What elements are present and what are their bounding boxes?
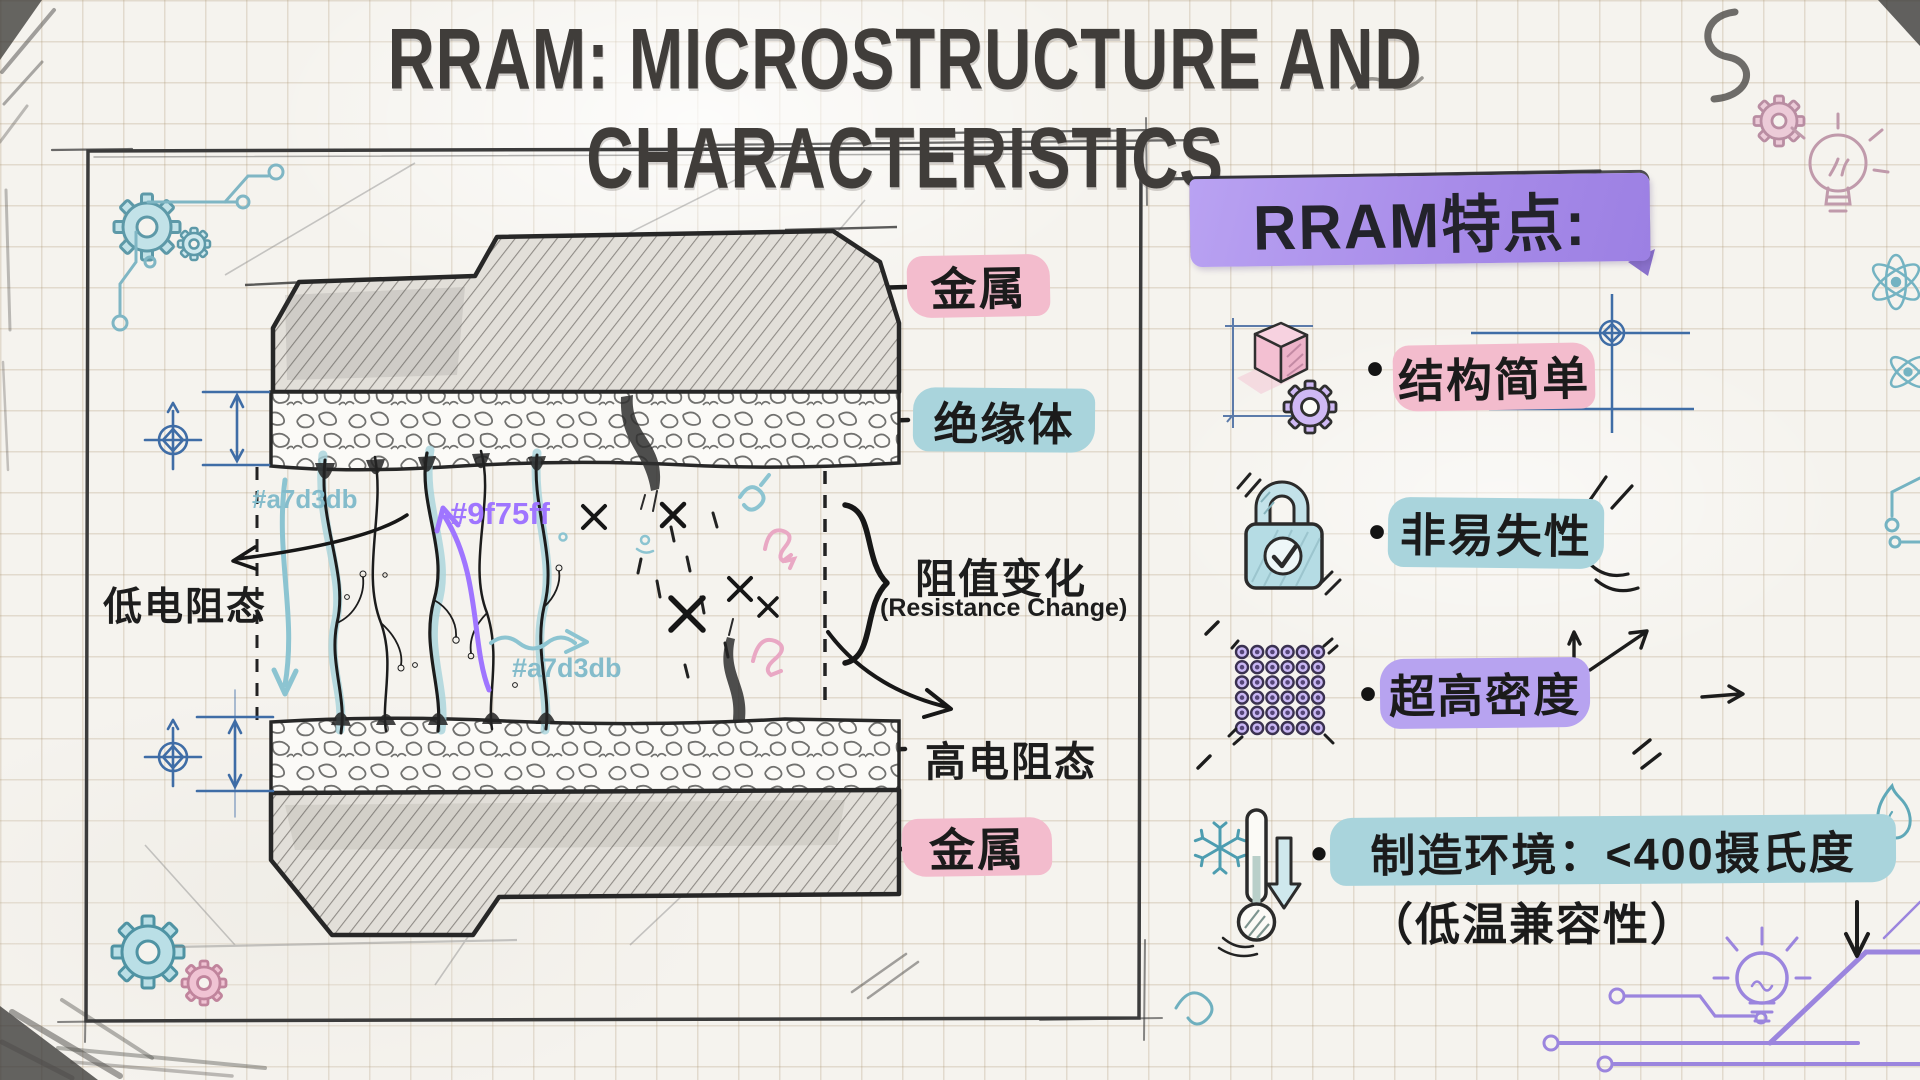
circuit-trace-icon [1542, 900, 1920, 1073]
circuit-trace-icon [1884, 476, 1920, 549]
rram-cell-diagram [143, 154, 953, 986]
teal-arrow-right [489, 629, 589, 654]
bullet: • [1368, 506, 1386, 559]
x-marks [581, 501, 779, 633]
filament-roots [315, 453, 556, 726]
lock-check-icon [1236, 472, 1342, 596]
feature-low-temp-compat: （低温兼容性） [1368, 899, 1698, 950]
teal-arrow-down [271, 477, 299, 697]
bottom-interface-layer [269, 716, 901, 795]
snowflake-icon [1193, 821, 1247, 875]
purple-arrow-up [434, 505, 492, 693]
feature-high-density: 超高密度 [1379, 656, 1591, 730]
bullet: • [1359, 668, 1377, 721]
label-high-resistance: 高电阻态 [925, 739, 1097, 785]
filament-color-note-purple: #9f75ff [450, 496, 550, 531]
label-metal-bottom: 金属 [901, 816, 1053, 878]
feature-non-volatile: 非易失性 [1387, 496, 1605, 570]
construction-lines [144, 154, 866, 986]
gear-icon [110, 914, 228, 1007]
electrode-shading [285, 800, 845, 850]
blueprint-dimensions [143, 390, 275, 818]
feature-low-temp-process: 制造环境：<400摄氏度 [1329, 814, 1897, 886]
brace-and-arrows [231, 502, 953, 719]
cube-gear-icon [1223, 318, 1338, 435]
diagram-frame [50, 117, 1602, 1043]
ion-doodles [558, 473, 798, 678]
thermometer-cold-icon [1193, 808, 1302, 958]
gear-icon [1752, 94, 1806, 148]
bullet: • [1366, 343, 1384, 396]
bottom-electrode [268, 787, 902, 938]
label-insulator: 绝缘体 [912, 387, 1096, 453]
circuit-trace-icon [111, 163, 285, 332]
electrode-shading [285, 287, 465, 380]
lightbulb-icon [1712, 926, 1812, 1023]
bullet: • [1310, 827, 1328, 879]
insulator-layer [269, 390, 901, 472]
sketch-arrows [1196, 620, 1745, 770]
label-metal-top: 金属 [906, 253, 1051, 319]
label-low-resistance: 低电阻态 [103, 586, 268, 629]
label-resistance-change-en: (Resistance Change) [880, 594, 1128, 622]
features-heading: RRAM特点: [1252, 187, 1588, 263]
top-electrode [270, 228, 902, 395]
conductive-filaments [322, 449, 563, 735]
filament-color-note-top: #a7d3db [252, 484, 358, 514]
broken-filament [620, 395, 746, 720]
scribble-doodle [1174, 991, 1214, 1026]
dot-matrix-icon [1227, 637, 1339, 746]
features-banner: RRAM特点: [1189, 172, 1651, 268]
lightbulb-icon [1790, 112, 1890, 213]
filament-color-note-bottom: #a7d3db [512, 653, 622, 683]
region-boundaries [255, 467, 827, 729]
feature-simple-structure: 结构简单 [1392, 342, 1596, 412]
label-resistance-change: 阻值变化 [915, 556, 1087, 602]
gear-icon [112, 192, 212, 262]
electrode-overshoot [244, 225, 898, 287]
atom-icon [1871, 253, 1920, 389]
down-arrow [1844, 900, 1870, 958]
page-title: RRAM: MICROSTRUCTURE AND CHARACTERISTICS [387, 10, 1423, 208]
